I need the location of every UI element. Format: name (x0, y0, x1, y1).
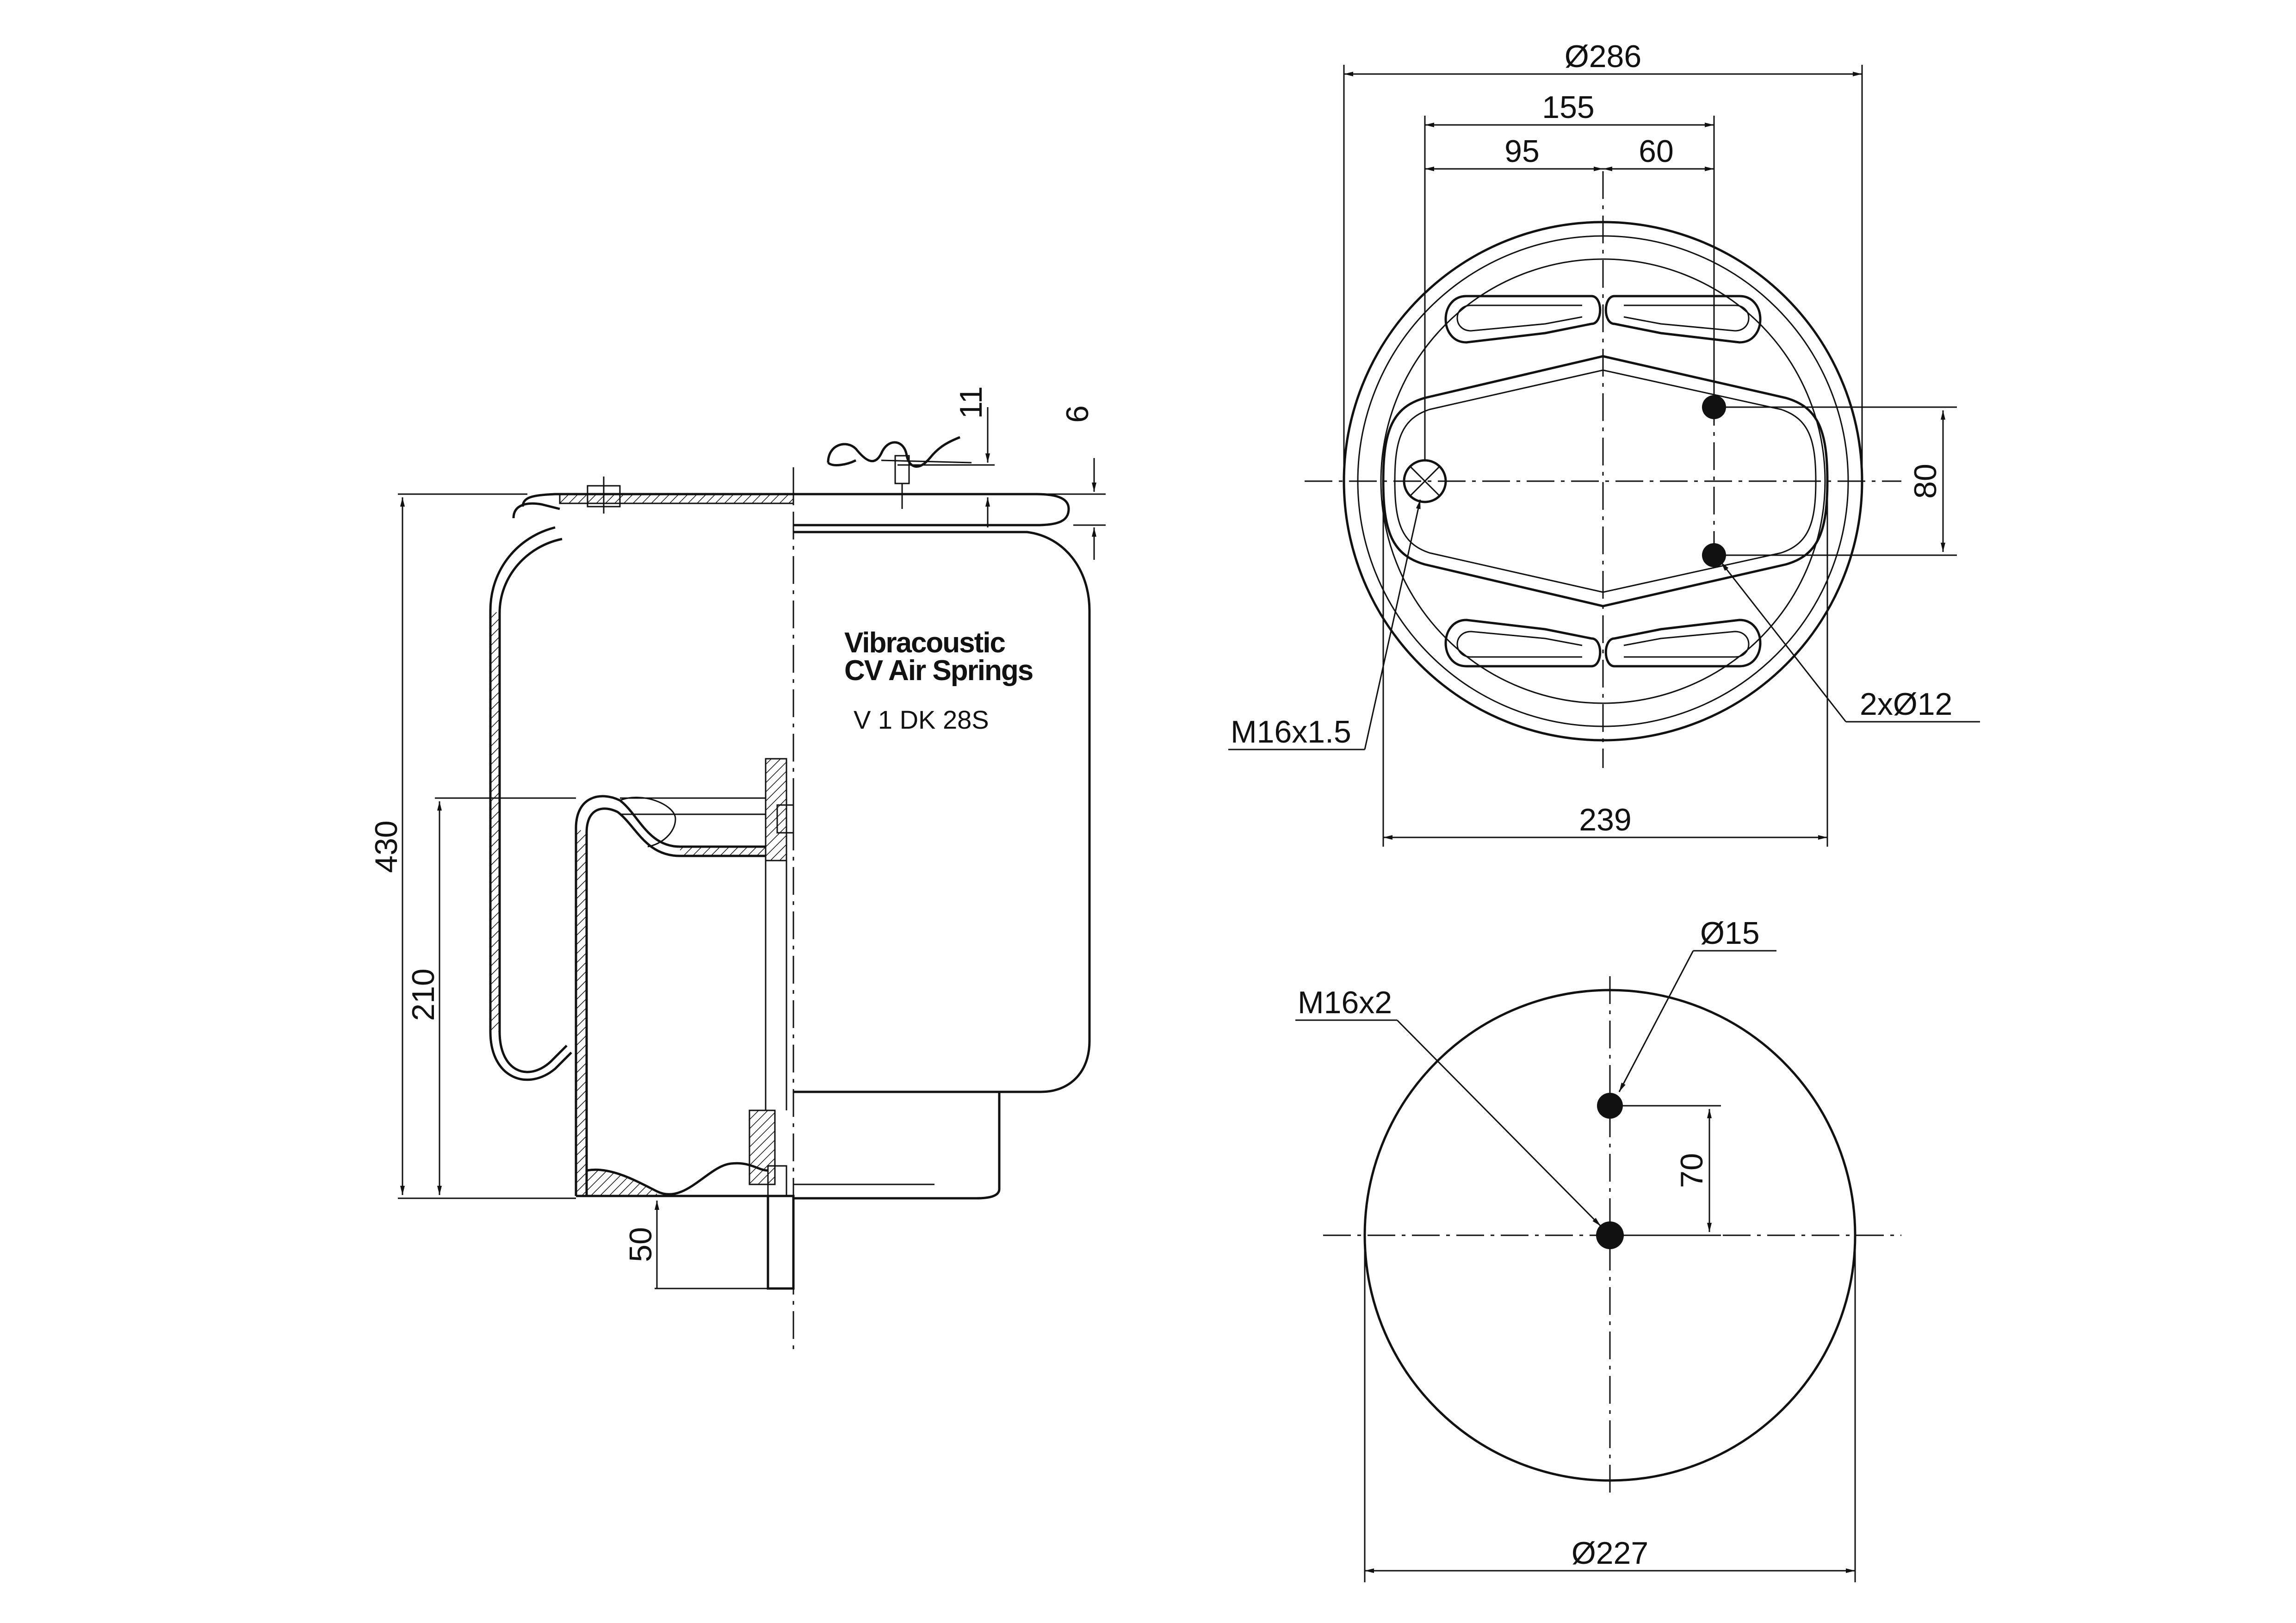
bottom-stud (767, 1195, 795, 1290)
slot-bottom-right (1604, 619, 1762, 668)
dim-210: 210 (406, 968, 441, 1021)
piston-right-outline (793, 1090, 1001, 1200)
dim-2x12: 2xØ12 (1860, 687, 1952, 722)
dim-60: 60 (1639, 134, 1674, 169)
slot-bottom-left (1444, 619, 1602, 668)
brand-line1: Vibracoustic (844, 627, 1005, 659)
dim-11: 11 (953, 386, 989, 419)
dim-70: 70 (1674, 1153, 1709, 1188)
bellows-left-section (489, 526, 572, 1081)
dim-227: Ø227 (1572, 1536, 1648, 1571)
model-label: V 1 DK 28S (854, 705, 989, 734)
dim-6: 6 (1060, 405, 1095, 423)
brand-line2: CV Air Springs (844, 655, 1033, 687)
dim-155: 155 (1542, 90, 1594, 125)
dim-239: 239 (1579, 802, 1631, 837)
dim-95: 95 (1504, 134, 1540, 169)
bottom-view: 70 Ø15 M16x2 Ø227 (1295, 916, 1901, 1582)
top-plate-section (559, 493, 794, 504)
bellows-right-outline (793, 531, 1091, 1093)
top-bead-curl (512, 502, 560, 519)
dim-286: Ø286 (1565, 39, 1641, 74)
top-view: 80 2xØ12 M16x1.5 Ø286 155 95 60 239 (1228, 39, 1980, 847)
slot-top-left (1444, 295, 1602, 344)
dim-50: 50 (623, 1227, 658, 1262)
dim-80: 80 (1908, 464, 1943, 499)
dim-430: 430 (369, 820, 404, 873)
piston-bolt-boss (765, 758, 787, 861)
side-view: Vibracoustic CV Air Springs V 1 DK 28S 4… (369, 386, 1106, 1351)
clip-icon (827, 436, 960, 468)
top-plate-rib (1382, 355, 1829, 607)
dim-m16x2: M16x2 (1298, 985, 1392, 1020)
dim-15: Ø15 (1700, 916, 1760, 951)
dim-m16x15: M16x1.5 (1231, 714, 1351, 750)
slot-top-right (1604, 295, 1762, 344)
